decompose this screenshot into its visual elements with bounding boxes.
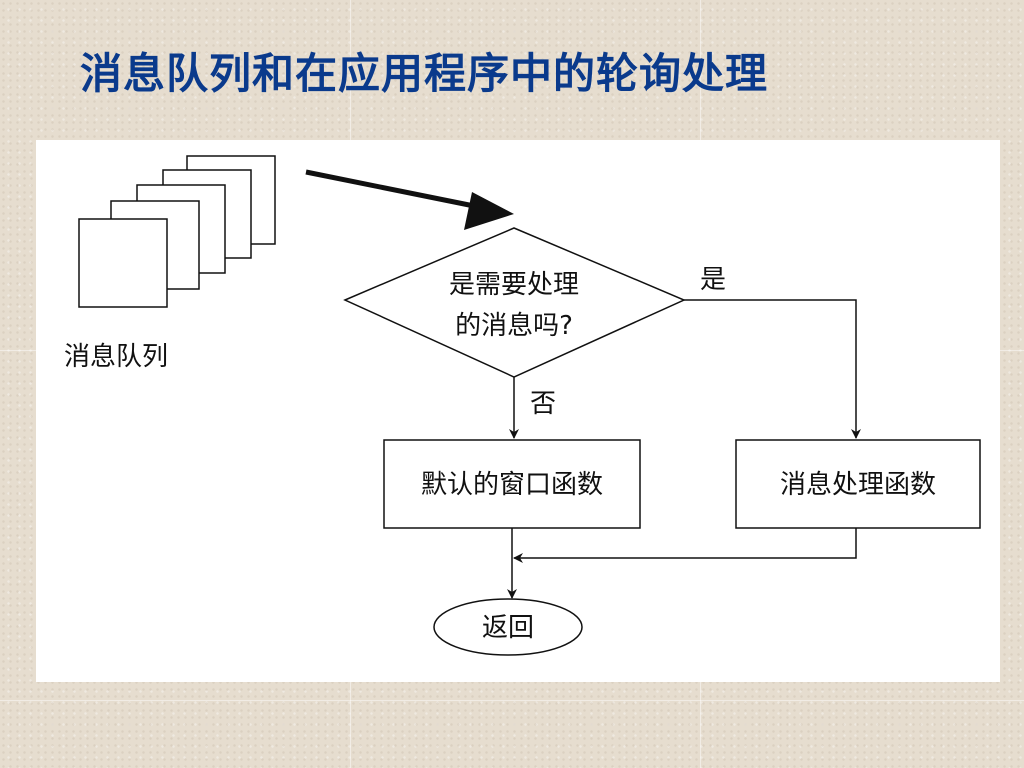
decision-text-line1: 是需要处理 (449, 270, 579, 300)
default-window-procedure-label: 默认的窗口函数 (421, 470, 603, 500)
flowchart: 消息队列 是需要处理 的消息吗? 是 否 默认的窗口函数 消息处理函数 返回 (64, 155, 981, 656)
message-queue-stack (78, 155, 276, 308)
message-handler-label: 消息处理函数 (780, 470, 936, 500)
queue-label: 消息队列 (64, 342, 168, 372)
slide-title: 消息队列和在应用程序中的轮询处理 (80, 49, 769, 98)
return-terminator (433, 598, 583, 656)
flowchart-panel: 消息队列 是需要处理 的消息吗? 是 否 默认的窗口函数 消息处理函数 返回 (36, 140, 1000, 682)
decision-text-line2: 的消息吗? (455, 311, 573, 341)
return-label: 返回 (482, 613, 534, 643)
decision-diamond (343, 227, 686, 378)
message-handler-box (735, 439, 981, 529)
background-gridline (0, 700, 1024, 701)
default-window-procedure-box (383, 439, 641, 529)
merge-connector (513, 528, 857, 563)
incoming-message-arrow (305, 169, 514, 230)
queue-page (78, 218, 168, 308)
no-label: 否 (530, 389, 556, 419)
yes-label: 是 (700, 265, 726, 295)
yes-connector (684, 299, 861, 439)
